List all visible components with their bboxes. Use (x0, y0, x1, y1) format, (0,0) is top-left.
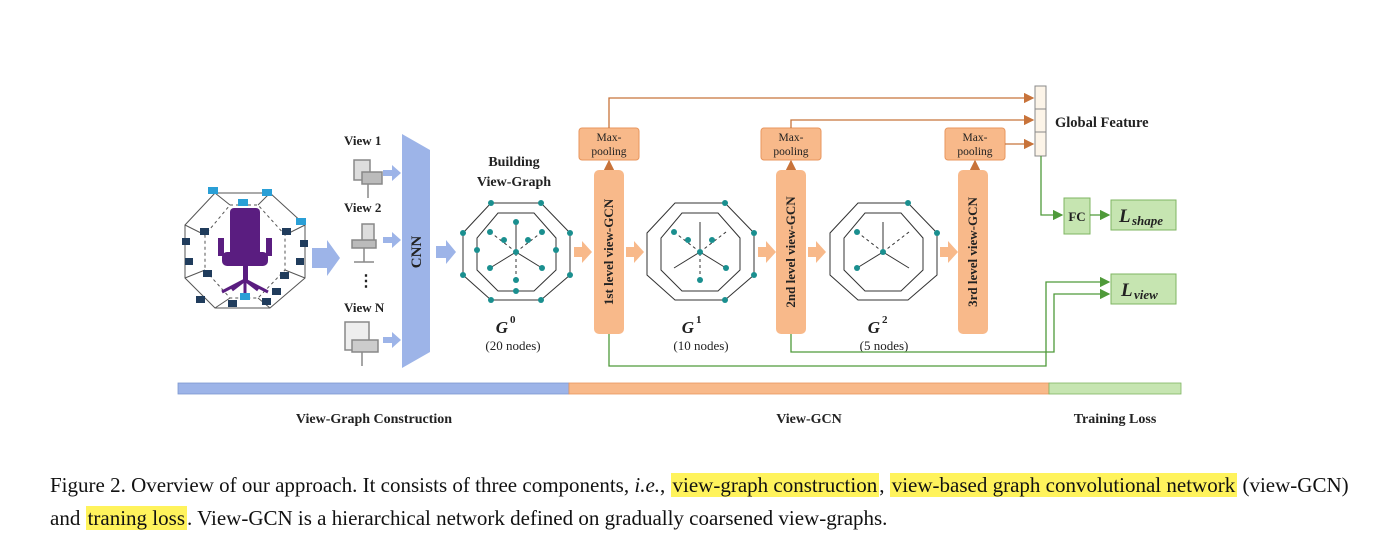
gcn1-to-g1-arrow-icon (626, 241, 644, 263)
view-n-image (344, 321, 379, 366)
g0-superscript: 0 (510, 314, 516, 326)
loss-view-subscript: view (1134, 287, 1158, 302)
stage-bar-training-loss (1048, 382, 1182, 395)
loss-shape-symbol: L (1118, 206, 1131, 227)
view-2-label: View 2 (344, 200, 381, 215)
g2-to-gcn3-arrow-icon (940, 241, 958, 263)
maxpool-1-line2: pooling (591, 146, 626, 158)
caption-highlight-construction: view-graph construction (670, 473, 880, 497)
loss-view-box (1110, 273, 1177, 305)
gcn-level-3-label: 3rd level view-GCN (965, 197, 980, 307)
cnn-block (402, 134, 430, 368)
chair-icon (218, 208, 272, 296)
caption-highlight-loss: traning loss (85, 506, 187, 530)
graph-g1 (646, 200, 757, 303)
caption-comma-2: , (879, 473, 890, 497)
maxpool-2-line2: pooling (773, 146, 808, 158)
overview-figure: View 1 View 2 ⋮ View N CNN Building View… (177, 85, 1182, 427)
loss-shape-box (1110, 199, 1177, 231)
g2-symbol: G (868, 318, 881, 337)
caption-highlight-gcn: view-based graph convolutional network (889, 473, 1238, 497)
g1-to-gcn2-arrow-icon (758, 241, 776, 263)
view-1-label: View 1 (344, 133, 381, 148)
cnn-label: CNN (409, 236, 425, 269)
fc-box (1063, 197, 1091, 235)
building-label-line2: View-Graph (477, 175, 551, 190)
graph-g0 (460, 200, 573, 303)
g1-superscript: 1 (696, 314, 702, 326)
maxpool-3-line1: Max- (963, 132, 988, 144)
g2-superscript: 2 (882, 314, 888, 326)
caption-mid: (view-GCN) and (50, 473, 1349, 530)
view-dots: ⋮ (358, 273, 374, 290)
caption-ie: i.e. (634, 473, 661, 497)
global-feature-vector (1034, 85, 1047, 157)
caption-tail: . View-GCN is a hierarchical network def… (187, 506, 888, 530)
g1-symbol: G (682, 318, 695, 337)
g0-nodes: (20 nodes) (485, 338, 540, 353)
figure-caption: Figure 2. Overview of our approach. It c… (50, 469, 1350, 535)
caption-comma-1: , (660, 473, 671, 497)
gcn-level-2-label: 2nd level view-GCN (783, 196, 798, 308)
chair-camera-cage-illustration (182, 187, 308, 309)
g1-nodes: (10 nodes) (673, 338, 728, 353)
gcn-level-2-block (776, 170, 806, 334)
gcn-level-3-block (958, 170, 988, 334)
maxpool-2-line1: Max- (779, 132, 804, 144)
view-1-image (353, 159, 383, 198)
stage-label-training-loss: Training Loss (1074, 412, 1157, 427)
gcn-level-1-block (594, 170, 624, 334)
stage-label-view-gcn: View-GCN (776, 412, 842, 427)
camera-icons (182, 187, 308, 307)
view-2-image (351, 223, 377, 263)
graph-g2 (829, 200, 940, 301)
view-n-label: View N (344, 300, 385, 315)
g0-symbol: G (496, 318, 509, 337)
stage-bar-construction (177, 382, 570, 395)
fc-label: FC (1068, 209, 1085, 224)
g2-nodes: (5 nodes) (860, 338, 909, 353)
loss-shape-subscript: shape (1131, 213, 1163, 228)
maxpool-1-line1: Max- (597, 132, 622, 144)
view-to-cnn-arrows (383, 165, 401, 348)
global-feature-label: Global Feature (1055, 115, 1149, 131)
gcn2-to-g2-arrow-icon (808, 241, 826, 263)
stage-label-construction: View-Graph Construction (296, 412, 452, 427)
cnn-to-graph-arrow-icon (436, 240, 456, 264)
caption-lead: Figure 2. Overview of our approach. It c… (50, 473, 635, 497)
gcn-level-1-label: 1st level view-GCN (601, 198, 616, 305)
loss-view-symbol: L (1120, 280, 1133, 301)
input-arrow-icon (312, 240, 340, 276)
g0-to-gcn1-arrow-icon (574, 241, 592, 263)
building-label-line1: Building (488, 155, 539, 170)
stage-bar-view-gcn (568, 382, 1050, 395)
maxpool-3-line2: pooling (957, 146, 992, 158)
